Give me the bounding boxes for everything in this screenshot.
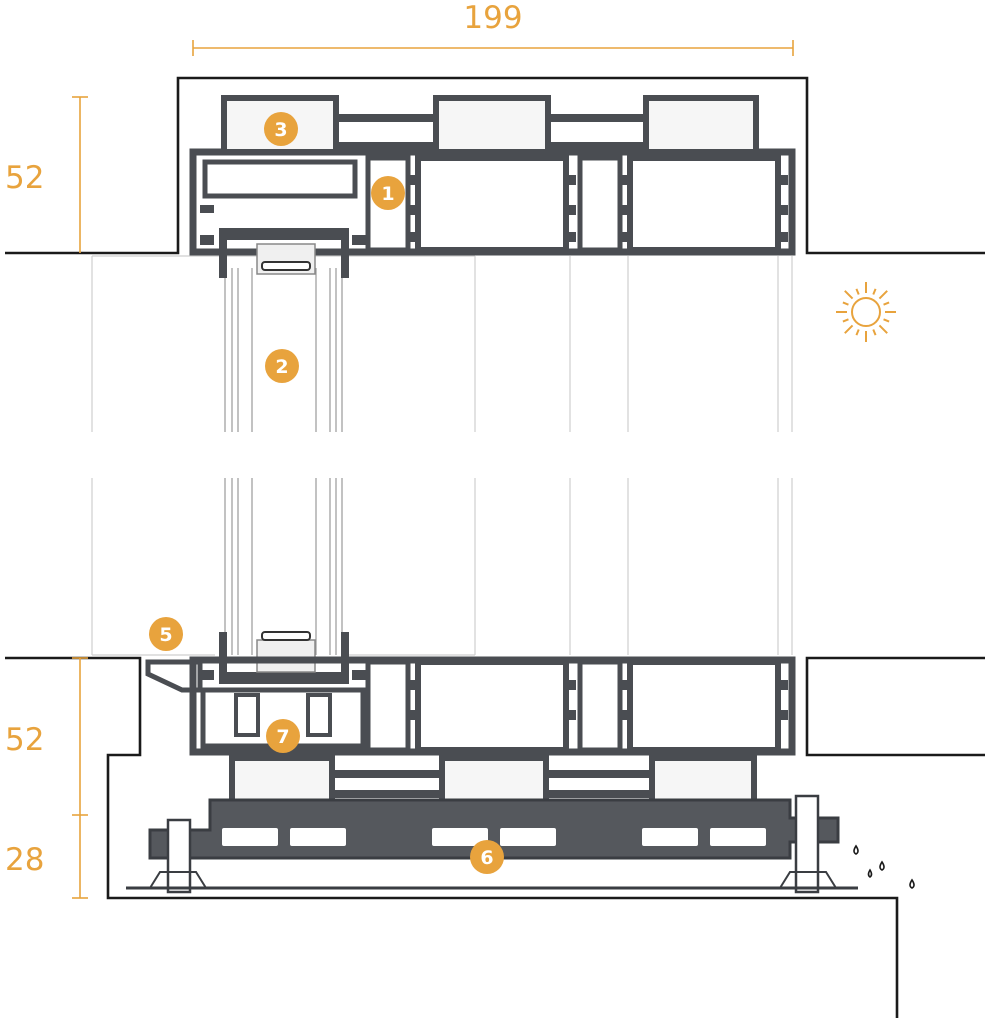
callout-badge-7: 7: [266, 719, 300, 753]
callout-badge-1: 1: [371, 176, 405, 210]
head-thermal-box-mid: [433, 95, 551, 155]
screw-right: [794, 794, 820, 894]
sun-ray: [855, 288, 860, 295]
sun-ray: [844, 290, 854, 300]
water-drops-icon: [853, 844, 915, 889]
sun-ray: [878, 290, 888, 300]
dimension-head-height-label: 52: [5, 160, 44, 196]
callout-badge-3: 3: [264, 112, 298, 146]
dimension-width-label: 199: [463, 0, 522, 36]
sill-frame-profiles: [145, 631, 796, 813]
svg-text:6: 6: [480, 847, 493, 869]
sun-ray: [872, 288, 877, 295]
sun-ray: [844, 324, 854, 334]
svg-text:2: 2: [275, 356, 288, 378]
sun-icon: [836, 282, 896, 342]
svg-text:7: 7: [276, 726, 289, 748]
sun-ray: [883, 318, 890, 323]
reference-lines: [91, 255, 793, 656]
callout-badge-6: 6: [470, 840, 504, 874]
dimension-sill-height-label: 52: [5, 722, 44, 758]
glass-pane: [224, 268, 343, 655]
screw-left: [166, 818, 192, 894]
sun-ray: [883, 301, 890, 306]
dimension-lines: [72, 40, 794, 899]
svg-text:3: 3: [274, 119, 287, 141]
head-outer-frame: [189, 148, 796, 256]
sun-ray: [842, 318, 849, 323]
head-thermal-box-right: [643, 95, 759, 155]
sun-ray: [842, 301, 849, 306]
callout-badge-5: 5: [149, 617, 183, 651]
sun-ray: [872, 329, 877, 336]
building-outline: [5, 76, 985, 1018]
dimension-track-height-label: 28: [5, 842, 44, 878]
svg-text:5: 5: [159, 624, 172, 646]
sun-ray: [878, 324, 888, 334]
base-track: [126, 794, 858, 894]
sun-ray: [855, 329, 860, 336]
svg-text:1: 1: [381, 183, 394, 205]
callout-badge-2: 2: [265, 349, 299, 383]
